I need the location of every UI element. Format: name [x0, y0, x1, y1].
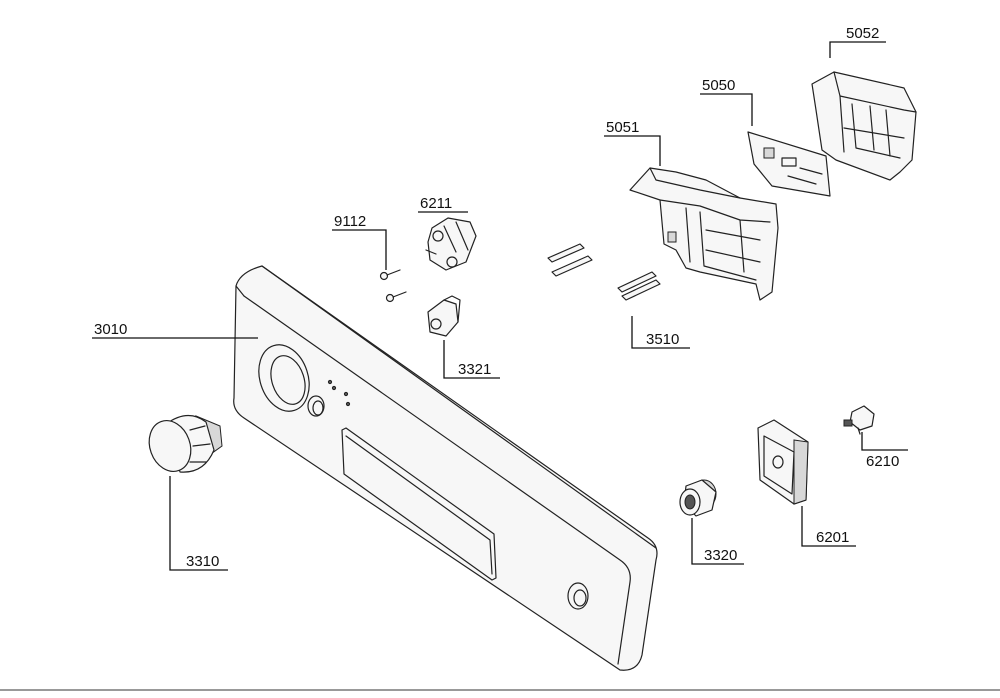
part-9112-screws — [379, 269, 407, 303]
label-5051: 5051 — [606, 119, 639, 136]
label-3321: 3321 — [458, 361, 491, 378]
label-6211: 6211 — [420, 195, 452, 212]
part-3321-bracket — [427, 295, 461, 337]
part-3320-button — [679, 479, 717, 517]
label-5052: 5052 — [846, 25, 879, 42]
label-5050: 5050 — [702, 77, 735, 94]
part-6201-display-module — [757, 419, 809, 505]
part-6211-switch-holder — [425, 217, 477, 271]
part-3310-knob — [148, 414, 223, 473]
part-5051-carrier-frame — [629, 167, 779, 301]
label-6201: 6201 — [816, 529, 849, 546]
leader-lines — [92, 41, 908, 571]
label-3510: 3510 — [646, 331, 679, 348]
part-6210-switch — [843, 405, 875, 435]
label-3310: 3310 — [186, 553, 219, 570]
label-9112: 9112 — [334, 213, 366, 230]
label-6210: 6210 — [866, 453, 899, 470]
part-5052-cover-housing — [811, 71, 917, 181]
part-5050-circuit-board — [747, 131, 831, 197]
part-3010-control-panel — [233, 265, 658, 671]
label-3320: 3320 — [704, 547, 737, 564]
part-3510-light-pipes — [547, 243, 661, 301]
label-3010: 3010 — [94, 321, 127, 338]
